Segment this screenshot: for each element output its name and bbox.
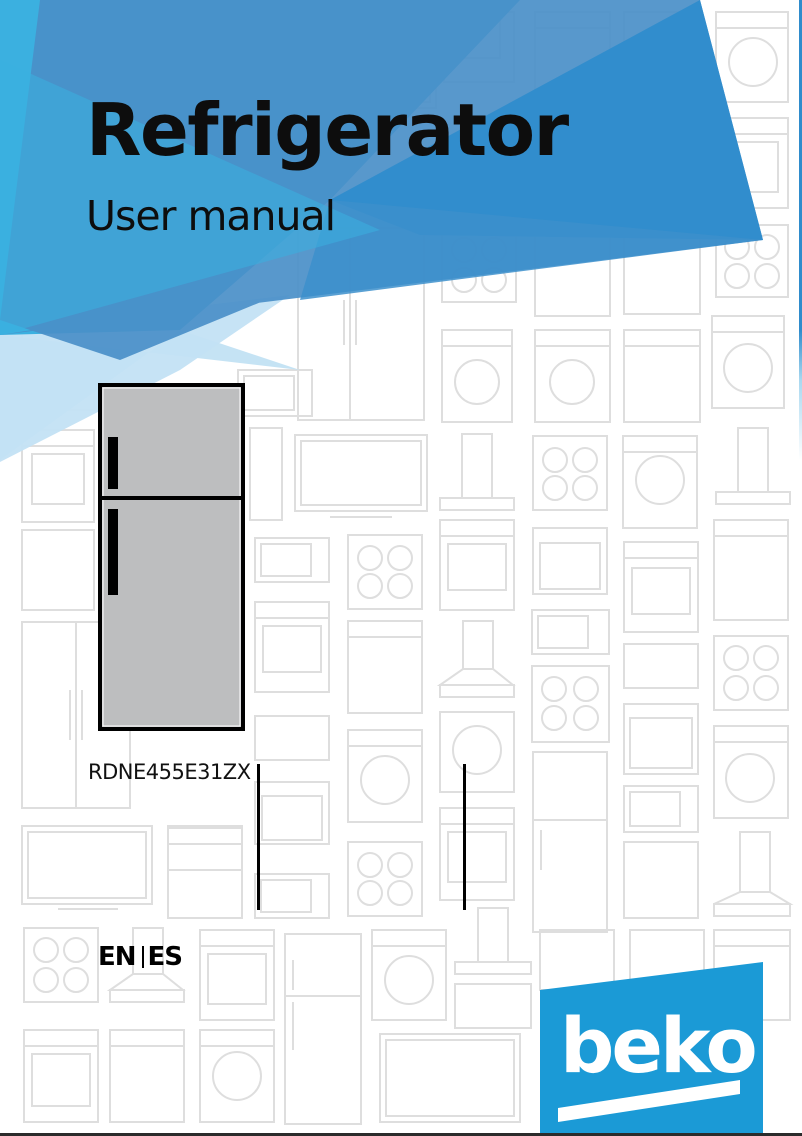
washer-icon — [441, 329, 513, 423]
washer-icon — [711, 315, 785, 409]
microwave-icon — [167, 825, 243, 871]
dishwasher-icon — [534, 227, 611, 317]
side-by-side-fridge-icon — [297, 227, 425, 421]
brand-name: beko — [560, 1001, 755, 1090]
divider-line-right — [463, 764, 466, 910]
hob-icon — [23, 927, 99, 1003]
dishwasher-icon — [347, 620, 423, 714]
washer-icon — [439, 711, 515, 793]
language-separator — [141, 946, 144, 968]
oven-icon — [254, 601, 330, 693]
hood-icon — [436, 620, 516, 698]
washer-icon — [21, 319, 95, 411]
hood-icon — [106, 927, 186, 1003]
dishwasher-icon — [623, 329, 701, 423]
oven-icon — [623, 703, 699, 775]
washer-icon — [715, 11, 789, 103]
hood-icon — [715, 427, 791, 505]
hood-icon — [713, 831, 794, 917]
oven-icon — [623, 841, 699, 919]
model-number: RDNE455E31ZX — [88, 760, 251, 784]
microwave-icon — [443, 11, 515, 83]
refrigerator-illustration — [98, 383, 245, 731]
dishwasher-icon — [109, 1029, 185, 1123]
washer-icon — [534, 329, 611, 423]
document-title: Refrigerator — [86, 88, 569, 172]
fridge-icon — [284, 933, 362, 1125]
hob-icon — [441, 227, 517, 303]
tv-icon — [294, 434, 428, 518]
right-edge-stripe — [799, 0, 802, 460]
oven-icon — [532, 527, 608, 595]
fridge-icon — [623, 11, 701, 123]
language-codes: EN ES — [98, 942, 183, 972]
oven-icon — [23, 1029, 99, 1123]
microwave-icon — [237, 369, 313, 417]
washer-icon — [713, 725, 789, 819]
microwave-icon — [254, 537, 330, 583]
tv-icon — [21, 825, 153, 910]
washer-icon — [347, 729, 423, 823]
oven-icon — [715, 117, 789, 209]
divider-line-left — [257, 764, 260, 910]
page-bottom-border — [0, 1133, 802, 1136]
oven-icon — [623, 541, 699, 633]
microwave-icon — [623, 785, 699, 833]
microwave-icon — [254, 873, 330, 919]
hob-icon — [532, 435, 608, 511]
oven-icon — [21, 529, 95, 611]
oven-icon — [439, 807, 515, 901]
hob-icon — [715, 224, 789, 298]
hob-icon — [713, 635, 789, 711]
oven-icon — [439, 519, 515, 611]
oven-icon — [254, 781, 330, 845]
dishwasher-icon — [713, 519, 789, 621]
freezer-handle-icon — [108, 437, 118, 489]
tv-icon — [379, 1033, 521, 1123]
oven-icon — [21, 429, 95, 523]
hob-icon — [347, 534, 423, 610]
washer-icon — [371, 929, 447, 1021]
microwave-icon — [454, 983, 532, 1029]
washer-icon — [199, 1029, 275, 1123]
oven-icon — [199, 929, 275, 1021]
hob-icon — [531, 665, 610, 743]
fridge-icon — [623, 227, 701, 315]
microwave-icon — [531, 609, 610, 655]
document-subtitle: User manual — [86, 192, 336, 240]
tv-icon — [623, 643, 699, 689]
fridge-icon — [532, 751, 608, 933]
fridge-handle-icon — [108, 509, 118, 595]
washer-icon — [249, 427, 283, 521]
hob-icon — [347, 841, 423, 917]
language-en: EN — [98, 942, 137, 972]
microwave-icon — [254, 715, 330, 761]
beko-logo: beko — [540, 962, 763, 1136]
language-es: ES — [147, 942, 183, 972]
washer-icon — [622, 435, 698, 529]
dishwasher-icon — [167, 827, 243, 919]
hood-icon — [439, 433, 515, 511]
hood-icon — [454, 907, 532, 975]
